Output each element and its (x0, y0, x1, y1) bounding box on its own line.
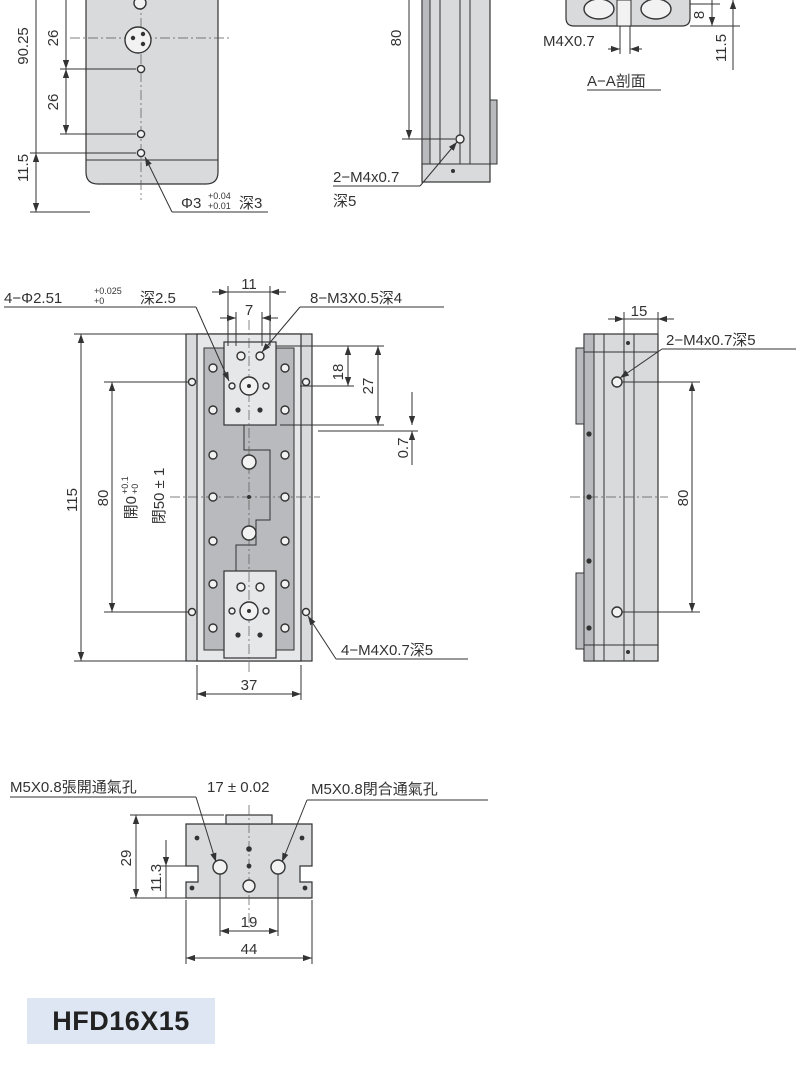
note-depth3: 深3 (239, 195, 262, 212)
stroke-open: 開0 (123, 496, 140, 519)
dim-80-side: 80 (675, 490, 692, 507)
tol-upper-phi2-51: +0.025 (94, 286, 122, 296)
note-8-m3: 8−M3X0.5深4 (310, 290, 402, 307)
dim-90-25: 90.25 (15, 27, 32, 65)
dim-18: 18 (330, 364, 347, 381)
end-view: M5X0.8張開通氣孔 17 ± 0.02 M5X0.8閉合通氣孔 29 11.… (10, 779, 488, 964)
label-tolerance-17: 17 ± 0.02 (207, 779, 269, 796)
note-2-m4-side: 2−M4x0.7深5 (666, 332, 756, 349)
section-view: 8 11.5 M4X0.7 A−A剖面 (543, 0, 740, 91)
dim-11: 11 (241, 276, 257, 293)
dim-7: 7 (245, 302, 253, 319)
dim-115: 115 (64, 488, 81, 512)
dim-11-5: 11.5 (15, 154, 32, 182)
tol-lower-phi3: +0.01 (208, 201, 231, 211)
top-middle-view: 80 2−M4x0.7 深5 (333, 0, 498, 210)
plan-view: 115 80 開0 +0.1 +0 閉50 ± 1 11 7 4−Φ2.51 +… (4, 276, 468, 700)
model-title: HFD16X15 (27, 998, 215, 1044)
dim-26-a: 26 (45, 30, 62, 47)
label-open-vent: M5X0.8張開通氣孔 (10, 779, 137, 796)
dim-11-3: 11.3 (148, 864, 165, 892)
dim-0-7: 0.7 (395, 438, 412, 459)
dim-19: 19 (241, 914, 258, 931)
stroke-open-tol-upper: +0.1 (120, 476, 130, 494)
dim-15: 15 (631, 303, 648, 320)
dim-44: 44 (241, 941, 258, 958)
dim-8: 8 (691, 11, 708, 19)
top-left-view: 90.25 26 26 11.5 Φ3 +0.04 +0.01 深3 (15, 0, 268, 213)
side-view: 15 2−M4x0.7深5 80 (570, 303, 796, 662)
note-4-phi2-51: 4−Φ2.51 (4, 290, 62, 307)
note-phi3: Φ3 (181, 195, 201, 212)
tol-lower-phi2-51: +0 (94, 296, 104, 306)
note-depth5: 深5 (333, 193, 356, 210)
plan-side-holes (187, 363, 311, 633)
dim-80-plan: 80 (95, 490, 112, 507)
dim-26-b: 26 (45, 94, 62, 111)
stroke-open-tol-lower: +0 (130, 484, 140, 494)
svg-text:Φ3: Φ3 (181, 195, 201, 212)
label-close-vent: M5X0.8閉合通氣孔 (311, 781, 438, 798)
note-4-m4: 4−M4X0.7深5 (341, 642, 433, 659)
dim-37: 37 (241, 677, 258, 694)
stroke-close: 閉50 ± 1 (151, 468, 168, 525)
note-2-m4: 2−M4x0.7 (333, 169, 399, 186)
note-depth2-5: 深2.5 (140, 290, 176, 307)
section-thread: M4X0.7 (543, 33, 595, 50)
tol-upper-phi3: +0.04 (208, 191, 231, 201)
dim-80-top: 80 (388, 30, 405, 47)
dim-27: 27 (360, 378, 377, 395)
dim-11-5-section: 11.5 (713, 34, 730, 62)
section-label: A−A剖面 (587, 73, 646, 90)
dim-29: 29 (118, 850, 135, 867)
